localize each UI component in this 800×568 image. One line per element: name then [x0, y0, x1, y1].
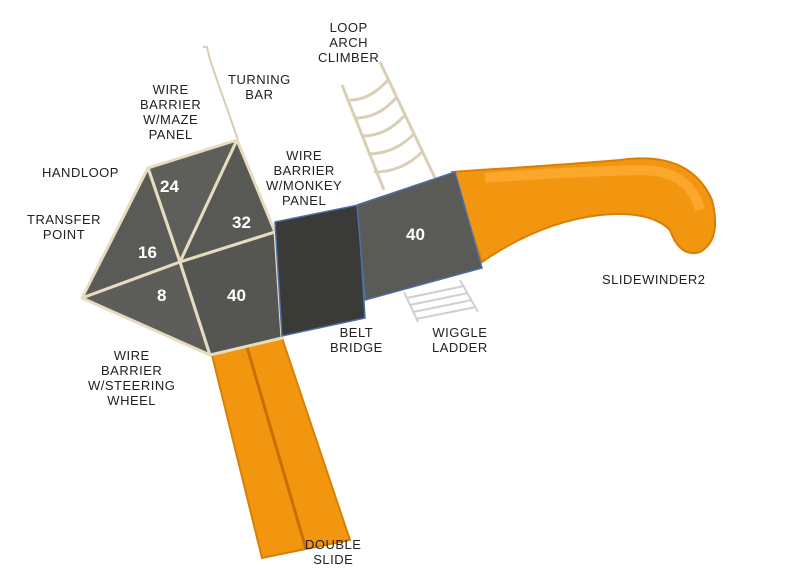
turning-bar	[203, 46, 239, 141]
label-handloop: HANDLOOP	[42, 165, 119, 180]
deck-number: 40	[406, 225, 425, 244]
double-slide	[210, 336, 352, 560]
deck-number: 40	[227, 286, 246, 305]
label-slidewinder: SLIDEWINDER2	[602, 272, 706, 287]
deck-number: 16	[138, 243, 157, 262]
deck-number: 24	[160, 177, 179, 196]
loop-arch-climber	[340, 61, 437, 191]
deck-40-right	[356, 171, 483, 301]
deck-40-left	[178, 230, 284, 357]
deck-number: 32	[232, 213, 251, 232]
belt-bridge	[274, 204, 366, 337]
deck-number: 8	[157, 286, 167, 305]
slidewinder-slide	[450, 157, 716, 264]
wiggle-ladder	[403, 279, 479, 323]
